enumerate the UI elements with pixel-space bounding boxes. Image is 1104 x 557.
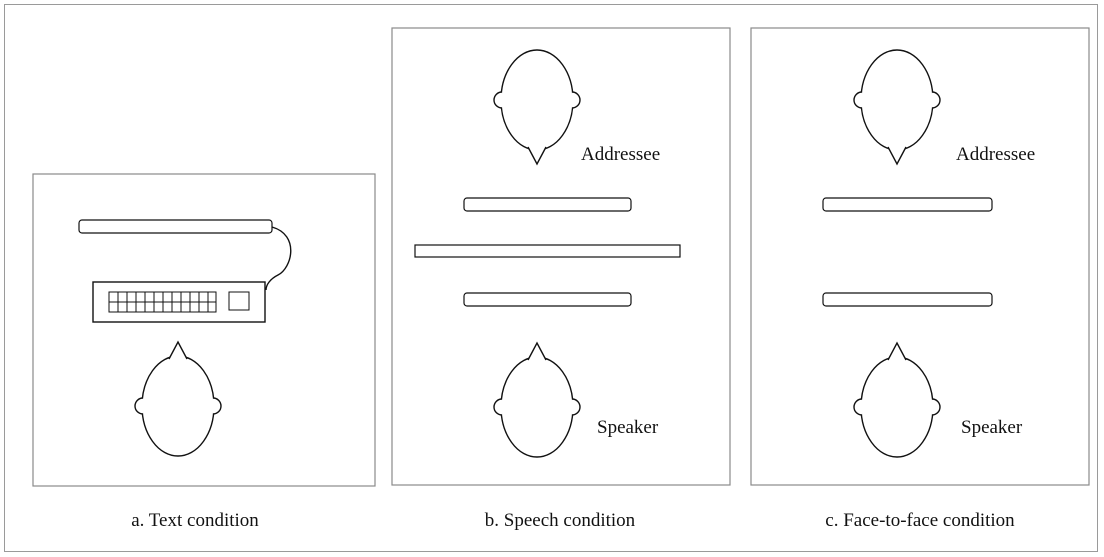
monitor-shape (78, 219, 273, 234)
addressee-label-c: Addressee (956, 144, 1036, 165)
barrier-top-b (463, 197, 632, 212)
caption-a: a. Text condition (131, 510, 259, 531)
panel-c-border (750, 27, 1090, 486)
barrier-top-c (822, 197, 993, 212)
screen-divider-b (414, 244, 681, 258)
cable-line (265, 226, 292, 291)
barrier-bottom-b (463, 292, 632, 307)
caption-b: b. Speech condition (484, 510, 636, 531)
panel-a-border (32, 173, 376, 487)
keyboard-keys (108, 291, 250, 313)
caption-c: c. Face-to-face condition (825, 510, 1015, 531)
typist-head (134, 341, 222, 457)
panel-b-border (391, 27, 731, 486)
addressee-head-c (853, 49, 941, 165)
speaker-head-c (853, 342, 941, 458)
speaker-head-b (493, 342, 581, 458)
barrier-bottom-c (822, 292, 993, 307)
addressee-head-b (493, 49, 581, 165)
panel-b (391, 27, 731, 486)
speaker-label-c: Speaker (961, 417, 1023, 438)
speaker-label-b: Speaker (597, 417, 659, 438)
panel-c (750, 27, 1090, 486)
panel-a (32, 173, 376, 487)
figure-frame (4, 4, 1098, 552)
addressee-label-b: Addressee (581, 144, 661, 165)
